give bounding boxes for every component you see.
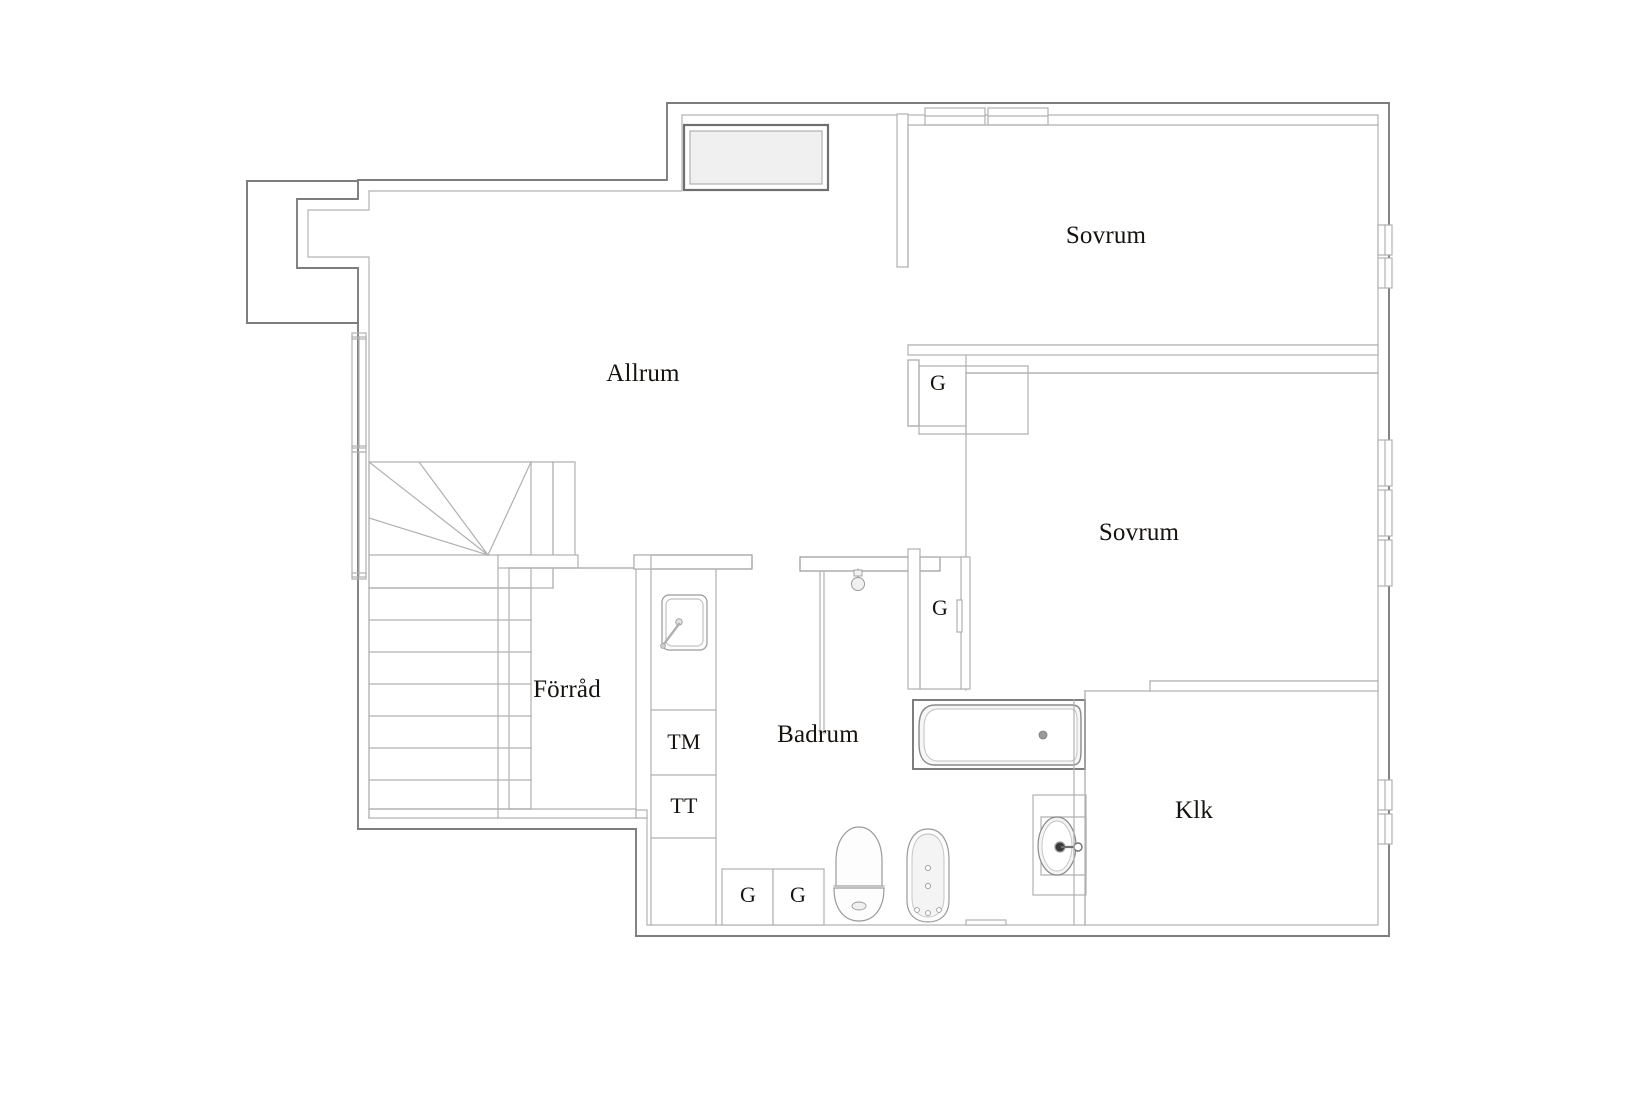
closet-label-g-bottom-right: G: [789, 882, 807, 907]
closet-g-upper: [907, 354, 1379, 435]
staircase: [368, 461, 576, 819]
closet-label-g-mid: G: [931, 595, 949, 620]
appliance-label-washing-machine: TM: [667, 729, 701, 754]
wall-badrum-klk: [1073, 690, 1086, 926]
window-left-wall: [351, 332, 367, 580]
pendant-lamp-icon: [851, 568, 865, 591]
top-wall-openings: [924, 107, 1049, 126]
closet-label-g-upper: G: [929, 370, 947, 395]
closet-g-mid: [907, 548, 971, 690]
cabinets-bottom-g: [721, 868, 825, 926]
windows-right-wall: [1377, 224, 1393, 845]
wall-allrum-sovrum1: [896, 113, 909, 268]
room-label-badrum: Badrum: [777, 721, 859, 748]
outer-wall-inner-line: [307, 114, 1379, 926]
room-label-sovrum-1: Sovrum: [1065, 222, 1147, 249]
bathtub-icon: [912, 699, 1086, 770]
wall-sovrum1-bottom: [907, 344, 1379, 356]
room-label-forrad: Förråd: [533, 676, 601, 703]
outer-wall-outline: [246, 102, 1390, 324]
utility-column: [633, 554, 753, 926]
closet-label-g-bottom-left: G: [739, 882, 757, 907]
room-label-klk: Klk: [1174, 797, 1214, 824]
wall-stubs: [635, 809, 1007, 926]
room-outline-forrad: [508, 567, 637, 819]
balcony-window: [682, 123, 830, 192]
washbasin-icon: [1032, 794, 1087, 896]
bidet-icon: [906, 828, 950, 923]
shower-tray-icon: [660, 594, 708, 651]
outer-wall-left: [357, 102, 1390, 937]
room-label-sovrum-2: Sovrum: [1098, 519, 1180, 546]
wall-sovrum2-bottom: [1149, 680, 1379, 692]
room-outline-klk: [1084, 690, 1151, 926]
room-label-allrum: Allrum: [606, 360, 680, 387]
appliance-label-tumble-dryer: TT: [670, 793, 698, 818]
bathroom-top-shelf: [799, 556, 941, 735]
toilet-icon: [833, 826, 885, 922]
